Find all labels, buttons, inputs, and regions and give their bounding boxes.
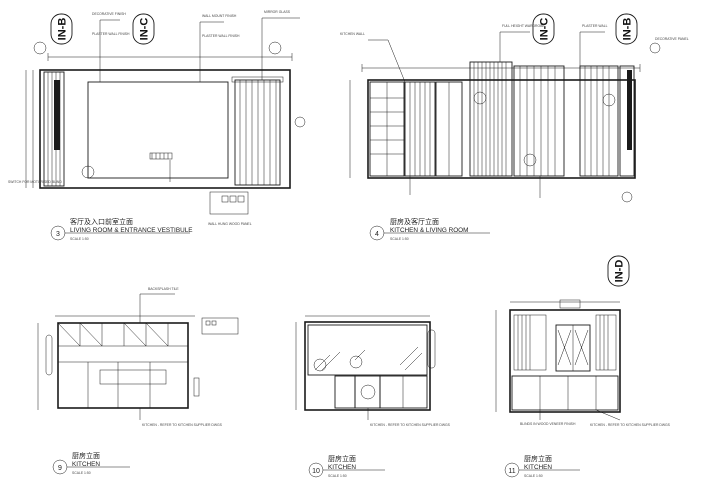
callout-text: FULL HEIGHT WARDROBE: [502, 24, 545, 28]
svg-text:KITCHEN: KITCHEN: [524, 464, 552, 471]
svg-text:SCALE 1:50: SCALE 1:50: [328, 474, 347, 478]
callout-text: KITCHEN - REFER TO KITCHEN SUPPLIER DWGS: [590, 423, 671, 427]
section-tag-in-c-1: IN-C: [132, 13, 155, 45]
callout-text: BLINDS IN WOOD VENEER FINISH: [520, 422, 576, 426]
svg-text:IN-B: IN-B: [622, 18, 634, 41]
callout-text: BACKSPLASH TILE: [148, 287, 179, 291]
title-block-4: 4 厨房及客厅立面 KITCHEN & LIVING ROOM SCALE 1:…: [369, 217, 490, 241]
svg-text:厨房立面: 厨房立面: [328, 454, 356, 463]
svg-text:10: 10: [312, 468, 320, 475]
elevation-9: BACKSPLASH TILE KITCHEN - REFER TO KITCH…: [37, 287, 239, 475]
svg-text:厨房立面: 厨房立面: [524, 454, 552, 463]
callout-text: DECORATIVE PANEL: [655, 37, 689, 41]
svg-text:SCALE 1:50: SCALE 1:50: [70, 237, 89, 241]
svg-text:SCALE 1:50: SCALE 1:50: [390, 237, 409, 241]
svg-text:11: 11: [508, 468, 515, 475]
svg-text:IN-C: IN-C: [539, 18, 551, 41]
callout-text: SWITCH FOR MOTORISED BLIND: [8, 180, 62, 184]
svg-text:KITCHEN & LIVING ROOM: KITCHEN & LIVING ROOM: [390, 227, 468, 234]
svg-text:客厅及入口前室立面: 客厅及入口前室立面: [70, 217, 133, 226]
svg-text:SCALE 1:50: SCALE 1:50: [524, 474, 543, 478]
switch-panel: [149, 152, 173, 160]
callout-text: PLASTER WALL FINISH: [92, 32, 130, 36]
callout-text: WALL HUNG WOOD PANEL: [208, 222, 252, 226]
elevation-4: IN-C IN-B: [340, 13, 689, 241]
callout-text: MIRROR GLASS: [264, 10, 291, 14]
elevation-10: KITCHEN - REFER TO KITCHEN SUPPLIER DWGS…: [295, 315, 451, 478]
title-block-9: 9 厨房立面 KITCHEN SCALE 1:50: [52, 451, 130, 475]
callout-text: KITCHEN - REFER TO KITCHEN SUPPLIER DWGS: [142, 423, 223, 427]
title-block-10: 10 厨房立面 KITCHEN SCALE 1:50: [308, 454, 385, 478]
callout-text: KITCHEN - REFER TO KITCHEN SUPPLIER DWGS: [370, 423, 451, 427]
svg-text:IN-C: IN-C: [139, 18, 151, 41]
section-tag-in-b-2: IN-B: [615, 13, 638, 45]
svg-text:SCALE 1:50: SCALE 1:50: [72, 471, 91, 475]
mirror-panel: [307, 324, 428, 376]
section-tag-in-d: IN-D: [607, 255, 630, 287]
svg-text:3: 3: [56, 231, 60, 238]
elevation-3: IN-B IN-C: [8, 10, 306, 241]
title-block-11: 11 厨房立面 KITCHEN SCALE 1:50: [504, 454, 580, 478]
svg-text:9: 9: [58, 465, 62, 472]
callout-text: PLASTER WALL FINISH: [202, 34, 240, 38]
detail-marker: [268, 41, 282, 55]
title-block-3: 3 客厅及入口前室立面 LIVING ROOM & ENTRANCE VESTI…: [50, 217, 193, 241]
svg-text:IN-B: IN-B: [57, 18, 69, 41]
section-tag-in-b-1: IN-B: [50, 13, 73, 45]
svg-text:LIVING ROOM & ENTRANCE VESTIBU: LIVING ROOM & ENTRANCE VESTIBULE: [70, 227, 193, 234]
svg-text:KITCHEN: KITCHEN: [328, 464, 356, 471]
svg-text:IN-D: IN-D: [614, 260, 626, 283]
callout-text: WALL MOUNT FINISH: [202, 14, 237, 18]
callout-text: PLASTER WALL: [582, 24, 608, 28]
svg-text:厨房立面: 厨房立面: [72, 451, 100, 460]
elevation-11: IN-D BLINDS IN WOOD VENEER: [495, 255, 671, 478]
section-tag-in-c-2: IN-C: [532, 13, 555, 45]
svg-text:4: 4: [375, 231, 379, 238]
callout-text: DECORATIVE FINISH: [92, 12, 126, 16]
detail-marker: [33, 41, 47, 55]
callout-text: KITCHEN WALL: [340, 32, 365, 36]
svg-text:KITCHEN: KITCHEN: [72, 461, 100, 468]
svg-text:厨房及客厅立面: 厨房及客厅立面: [390, 217, 439, 226]
